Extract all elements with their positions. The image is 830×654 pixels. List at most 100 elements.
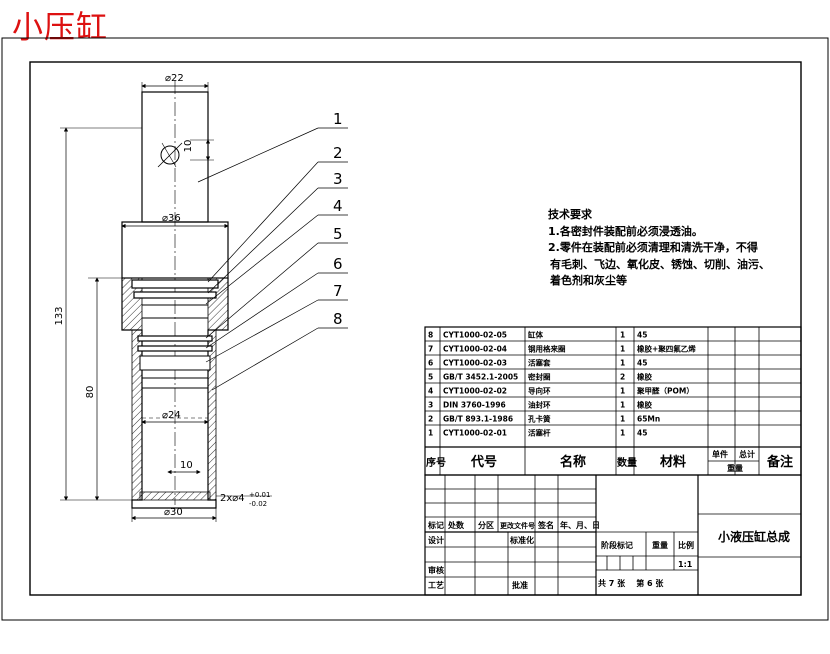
cylinder-drawing — [60, 80, 348, 522]
tb-scale: 比例 — [678, 540, 694, 550]
tb-weight: 重量 — [652, 540, 668, 550]
bom-cell-no: 2 — [428, 415, 433, 424]
guide-ring — [139, 355, 211, 371]
tb-mark: 标记 — [427, 520, 444, 530]
tech-line-3: 有毛刺、飞边、氧化皮、锈蚀、切削、油污、 — [550, 257, 770, 271]
seal-ring-3 — [133, 291, 217, 299]
bom-cell-name: 缸体 — [527, 330, 543, 340]
tb-date: 年、月、日 — [560, 520, 600, 530]
bom-cell-material: 45 — [637, 429, 647, 438]
tb-assembly-name: 小液压缸总成 — [718, 529, 790, 544]
bom-cell-material: 橡胶 — [637, 400, 652, 410]
tb-process: 工艺 — [428, 580, 444, 590]
bom-header-total: 总计 — [739, 449, 755, 459]
tb-stage-mark: 阶段标记 — [601, 540, 633, 550]
balloon-1: 1 — [333, 110, 343, 128]
inner-border — [29, 61, 802, 596]
title-block-labels: 标记 处数 分区 更改文件号 签名 年、月、日 设计 标准化 审核 工艺 批准 … — [427, 520, 790, 590]
tb-sign: 签名 — [537, 520, 554, 530]
dim-overall-length: 133 — [54, 306, 65, 325]
bom-cell-material: 聚甲醛（POM） — [636, 386, 694, 396]
tech-line-2: 2.零件在装配前必须清理和清洗干净，不得 — [548, 241, 758, 254]
bom-cell-name: 钢用格来圈 — [528, 344, 566, 354]
bom-cell-no: 7 — [428, 345, 433, 354]
title-block — [424, 474, 802, 596]
dim-bore-dia: ⌀24 — [162, 410, 181, 421]
bom-cell-qty: 1 — [620, 429, 625, 438]
bottom-hatch — [139, 491, 211, 501]
tb-scale-value: 1:1 — [678, 560, 693, 569]
balloon-leaders — [197, 127, 348, 391]
bom-cell-code: CYT1000-02-05 — [443, 331, 507, 340]
bom-cell-name: 密封圈 — [528, 372, 551, 382]
tb-count: 处数 — [447, 520, 465, 530]
bom-cell-material: 45 — [637, 331, 647, 340]
dim-outer-dia: ⌀30 — [164, 507, 183, 518]
bom-cell-name: 活塞套 — [528, 358, 551, 368]
bom-cell-code: CYT1000-02-01 — [443, 429, 507, 438]
bom-cell-qty: 1 — [620, 401, 625, 410]
bom-cell-material: 65Mn — [637, 415, 660, 424]
dim-lower-length: 80 — [85, 386, 96, 399]
tech-heading: 技术要求 — [548, 208, 592, 221]
bom-cell-qty: 1 — [620, 387, 625, 396]
bom-cell-material: 橡胶+聚四氟乙烯 — [637, 344, 696, 354]
bom-cell-no: 4 — [428, 387, 433, 396]
balloon-4: 4 — [333, 197, 343, 215]
seal-ring-2 — [131, 279, 219, 289]
seal-ring-5a — [137, 335, 213, 342]
tb-approve: 批准 — [512, 580, 528, 590]
bom-header-code: 代号 — [470, 454, 497, 470]
bom-cell-qty: 1 — [620, 331, 625, 340]
bom-cell-qty: 1 — [620, 359, 625, 368]
tb-standardize: 标准化 — [509, 535, 534, 545]
bom-cell-qty: 1 — [620, 415, 625, 424]
shoulder — [121, 221, 229, 279]
bom-cell-code: GB/T 893.1-1986 — [443, 415, 513, 424]
bom-cell-code: CYT1000-02-03 — [443, 359, 507, 368]
balloon-8: 8 — [333, 310, 343, 328]
right-wall-hatch — [207, 277, 229, 501]
bom-header-no: 序号 — [426, 456, 446, 469]
tech-requirements: 技术要求 1.各密封件装配前必须浸透油。 2.零件在装配前必须清理和清洗干净，不… — [548, 207, 770, 290]
balloon-numbers: 1 2 3 4 5 6 7 8 — [333, 110, 343, 328]
dim-top-dia: ⌀22 — [165, 73, 184, 84]
dim-bottom-width: 10 — [180, 460, 193, 471]
bom-header-weight: 重量 — [727, 463, 743, 473]
bom-cell-no: 8 — [428, 331, 433, 340]
dim-hole-size: 10 — [183, 140, 194, 153]
dim-oil-hole-tol-upper: +0.01 — [249, 491, 270, 499]
bom-header-remark: 备注 — [766, 454, 793, 470]
bom-cell-qty: 2 — [620, 373, 625, 382]
bom-table — [424, 326, 802, 476]
bom-cell-code: DIN 3760-1996 — [443, 401, 506, 410]
bom-header-name: 名称 — [560, 454, 586, 470]
bom-header-single: 单件 — [712, 449, 728, 459]
bom-cell-no: 3 — [428, 401, 433, 410]
balloon-7: 7 — [333, 282, 343, 300]
tb-design: 设计 — [428, 535, 444, 545]
tech-line-4: 着色剂和灰尘等 — [550, 274, 627, 287]
tb-sheet-info: 共 7 张 第 6 张 — [598, 578, 664, 588]
left-wall-hatch — [121, 277, 143, 501]
outer-border — [1, 37, 829, 621]
seal-ring-5b — [137, 345, 213, 352]
bom-cell-no: 6 — [428, 359, 433, 368]
bom-cell-no: 1 — [428, 429, 433, 438]
bom-cell-name: 导向环 — [528, 386, 551, 396]
balloon-2: 2 — [333, 144, 343, 162]
bom-header: 序号 代号 名称 数量 材料 单件 总计 重量 备注 — [426, 449, 793, 473]
bom-cell-qty: 1 — [620, 345, 625, 354]
dimension-labels: ⌀22 ⌀36 ⌀24 ⌀30 10 10 133 80 2x⌀4 +0.01 … — [54, 73, 270, 518]
bom-cell-code: GB/T 3452.1-2005 — [443, 373, 518, 382]
balloon-6: 6 — [333, 255, 343, 273]
bom-cell-no: 5 — [428, 373, 433, 382]
bom-cell-code: CYT1000-02-02 — [443, 387, 507, 396]
dim-oil-hole: 2x⌀4 — [220, 493, 245, 504]
balloon-3: 3 — [333, 170, 343, 188]
bom-cell-name: 油封环 — [528, 400, 551, 410]
bom-cell-name: 活塞杆 — [528, 428, 551, 438]
bom-cell-material: 45 — [637, 359, 647, 368]
